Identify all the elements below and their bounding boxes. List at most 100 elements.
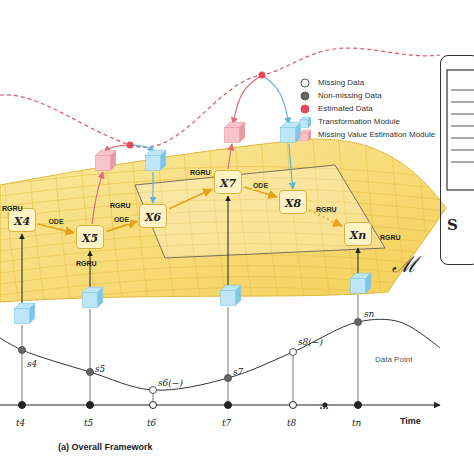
time-label: t5 (84, 418, 93, 428)
guide-line (228, 307, 229, 374)
input-arrow (228, 196, 229, 285)
panel-row (451, 162, 474, 163)
axis-dot (290, 402, 297, 409)
point-label: s6(−) (158, 378, 183, 388)
legend-sample (298, 90, 314, 102)
guide-line (90, 376, 91, 401)
point-label: s8(−) (298, 337, 323, 347)
data-point (150, 387, 157, 394)
rgru-label: RGRU (76, 260, 97, 267)
state-box: X6 (139, 204, 167, 228)
leader-line (233, 75, 262, 124)
legend-row: Transformation Module (298, 115, 435, 128)
legend-row: Non-missing Data (298, 89, 435, 102)
data-point (87, 369, 94, 376)
data-point (19, 347, 26, 354)
legend-text: Missing Data (318, 78, 364, 87)
legend-text: Transformation Module (318, 117, 400, 126)
state-box: X7 (214, 170, 242, 194)
leader-line (152, 172, 153, 203)
rgru-label: RGRU (316, 206, 337, 213)
ode-connector (169, 189, 212, 208)
time-label: … (319, 400, 329, 411)
guide-line (358, 326, 359, 401)
node-label: X7 (220, 177, 236, 190)
edge-label: ODE (47, 217, 64, 226)
edge-label: ODE (252, 181, 269, 190)
tangent-plane (135, 165, 385, 258)
rgru-label: RGRU (110, 202, 131, 209)
note-label: Data Point (375, 355, 412, 364)
rgru-label: RGRU (2, 205, 23, 212)
edge-label: ODE (113, 215, 130, 224)
axis-dot (225, 402, 232, 409)
math-symbol: ℳ (392, 252, 417, 277)
axis-dot (150, 402, 157, 409)
node-label: X4 (14, 215, 30, 228)
input-arrow (358, 248, 359, 273)
axis-dot (19, 402, 26, 409)
point-label: s4 (27, 359, 37, 369)
legend-text: Non-missing Data (318, 91, 382, 100)
axis-dot (355, 402, 362, 409)
leader-line (228, 144, 232, 169)
panel-row (451, 138, 474, 139)
node-label: X8 (285, 197, 301, 210)
legend-sample (298, 77, 314, 89)
node-label: S (447, 216, 458, 234)
state-box: Xn (344, 222, 373, 246)
guide-line (22, 325, 23, 346)
estimated-point (127, 142, 134, 149)
node-label: Xn (350, 229, 367, 242)
data-curve (0, 319, 440, 390)
state-box: X5 (76, 225, 104, 249)
data-point (225, 375, 232, 382)
leader-line (289, 144, 293, 189)
transformation-module (146, 150, 166, 170)
input-arrow (22, 234, 23, 303)
panel-row (451, 114, 474, 115)
legend-sample (298, 103, 314, 115)
time-label: t8 (287, 418, 296, 428)
legend-text: Missing Value Estimation Module (318, 130, 435, 139)
point-label: s5 (95, 364, 105, 374)
guide-line (90, 309, 91, 368)
transformation-module (83, 287, 103, 307)
leader-line (262, 75, 289, 124)
legend-row: Missing Value Estimation Module (298, 128, 435, 141)
panel-row (451, 126, 474, 127)
panel-row (451, 150, 474, 151)
guide-line (153, 394, 154, 401)
legend-row: Missing Data (298, 76, 435, 89)
point-label: s7 (233, 367, 243, 377)
rgru-label: RGRU (190, 169, 211, 176)
guide-line (358, 295, 359, 318)
guide-line (22, 354, 23, 401)
axis-dot (87, 402, 94, 409)
missing-value-estimation-module (96, 150, 116, 170)
data-point (290, 349, 297, 356)
guide-line (293, 356, 294, 401)
transformation-module (221, 285, 241, 305)
axis-label: Time (400, 416, 421, 426)
time-axis (0, 404, 440, 405)
transformation-module (15, 303, 35, 323)
legend-sample (298, 129, 314, 141)
guide-line (228, 382, 229, 401)
legend-sample (298, 116, 314, 128)
transformation-module (351, 273, 371, 293)
manifold-grid (0, 130, 462, 328)
side-panel: S (440, 55, 474, 265)
time-label: t6 (147, 418, 156, 428)
legend: Missing DataNon-missing DataEstimated Da… (298, 76, 435, 141)
point-label: sn (364, 309, 374, 319)
input-arrow (90, 251, 91, 287)
state-box: X8 (279, 190, 307, 214)
node-label: X6 (145, 211, 161, 224)
time-label: tn (352, 418, 361, 428)
panel-row (451, 90, 474, 91)
figure-caption: (a) Overall Framework (58, 442, 153, 452)
